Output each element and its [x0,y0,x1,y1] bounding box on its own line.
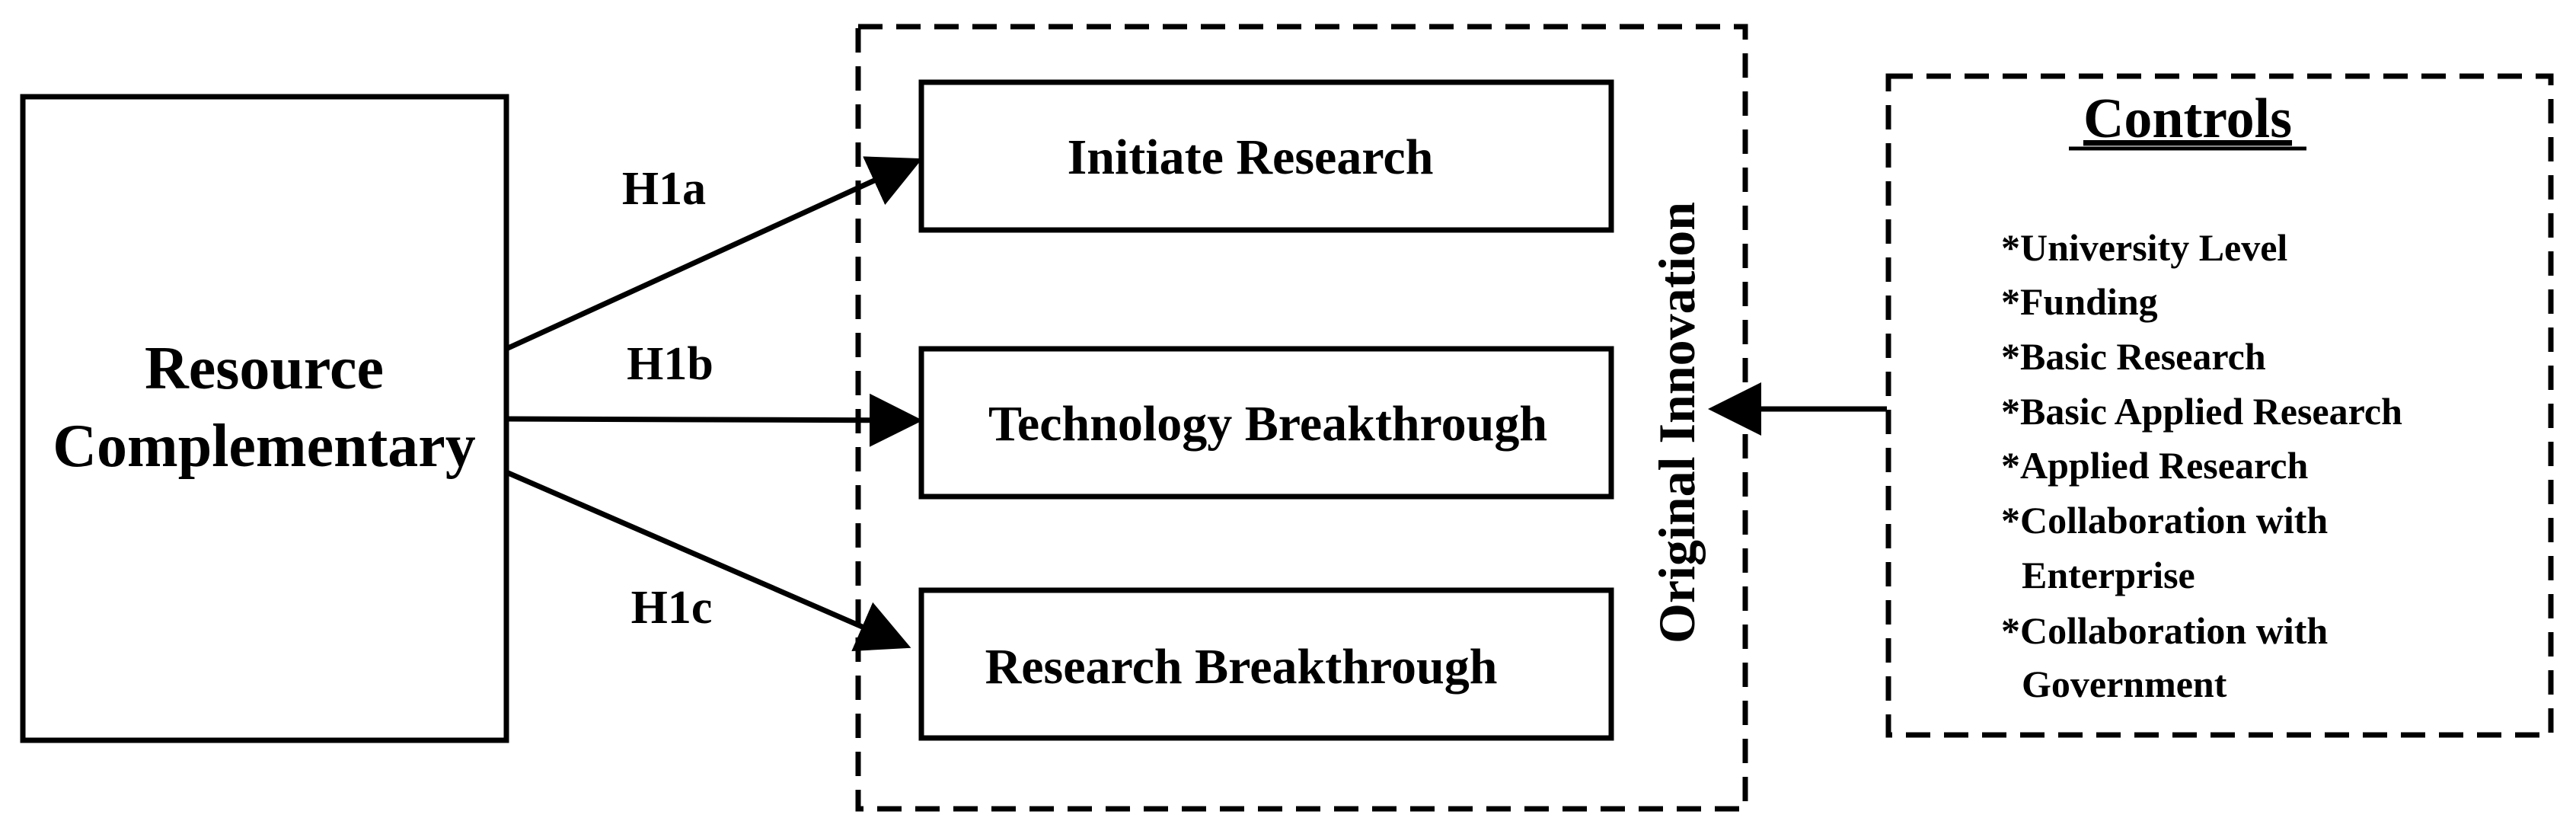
controls-title: Controls [2083,88,2292,150]
control-item: *Basic Applied Research [2001,390,2402,433]
hypothesis-arrows [505,156,923,652]
control-item-continuation: Enterprise [2022,554,2195,596]
control-item: *Applied Research [2001,444,2308,487]
hypothesis-label-h1b: H1b [627,338,713,390]
outcome-label-research-breakthrough: Research Breakthrough [985,639,1498,695]
hypothesis-label-h1a: H1a [622,163,706,215]
control-item: *Funding [2001,280,2158,323]
control-item: *Collaboration with [2001,499,2328,541]
outcome-label-technology-breakthrough: Technology Breakthrough [988,396,1547,452]
control-item-continuation: Government [2022,663,2227,705]
hypothesis-label-h1c: H1c [631,582,713,634]
outcome-box-technology-breakthrough: Technology Breakthrough [918,346,1614,500]
control-item: *Collaboration with [2001,609,2328,652]
control-item: *University Level [2001,226,2287,269]
original-innovation-title: Original Innovation [1648,202,1706,644]
outcome-label-initiate-research: Initiate Research [1068,129,1434,185]
outcome-box-research-breakthrough: Research Breakthrough [918,587,1614,741]
control-item: *Basic Research [2001,335,2266,378]
arrow-h1a [505,156,923,352]
arrow-h1b [506,393,923,447]
source-label-line-2: Complementary [53,413,475,480]
outcome-box-initiate-research: Initiate Research [918,79,1614,233]
controls-box: Controls *University Level *Funding *Bas… [1885,73,2554,738]
source-label-line-1: Resource [145,335,384,402]
resource-complementary-box: Resource Complementary [20,94,509,743]
arrow-h1c [505,469,911,652]
original-innovation-group: Initiate Research Technology Breakthroug… [855,24,1748,812]
